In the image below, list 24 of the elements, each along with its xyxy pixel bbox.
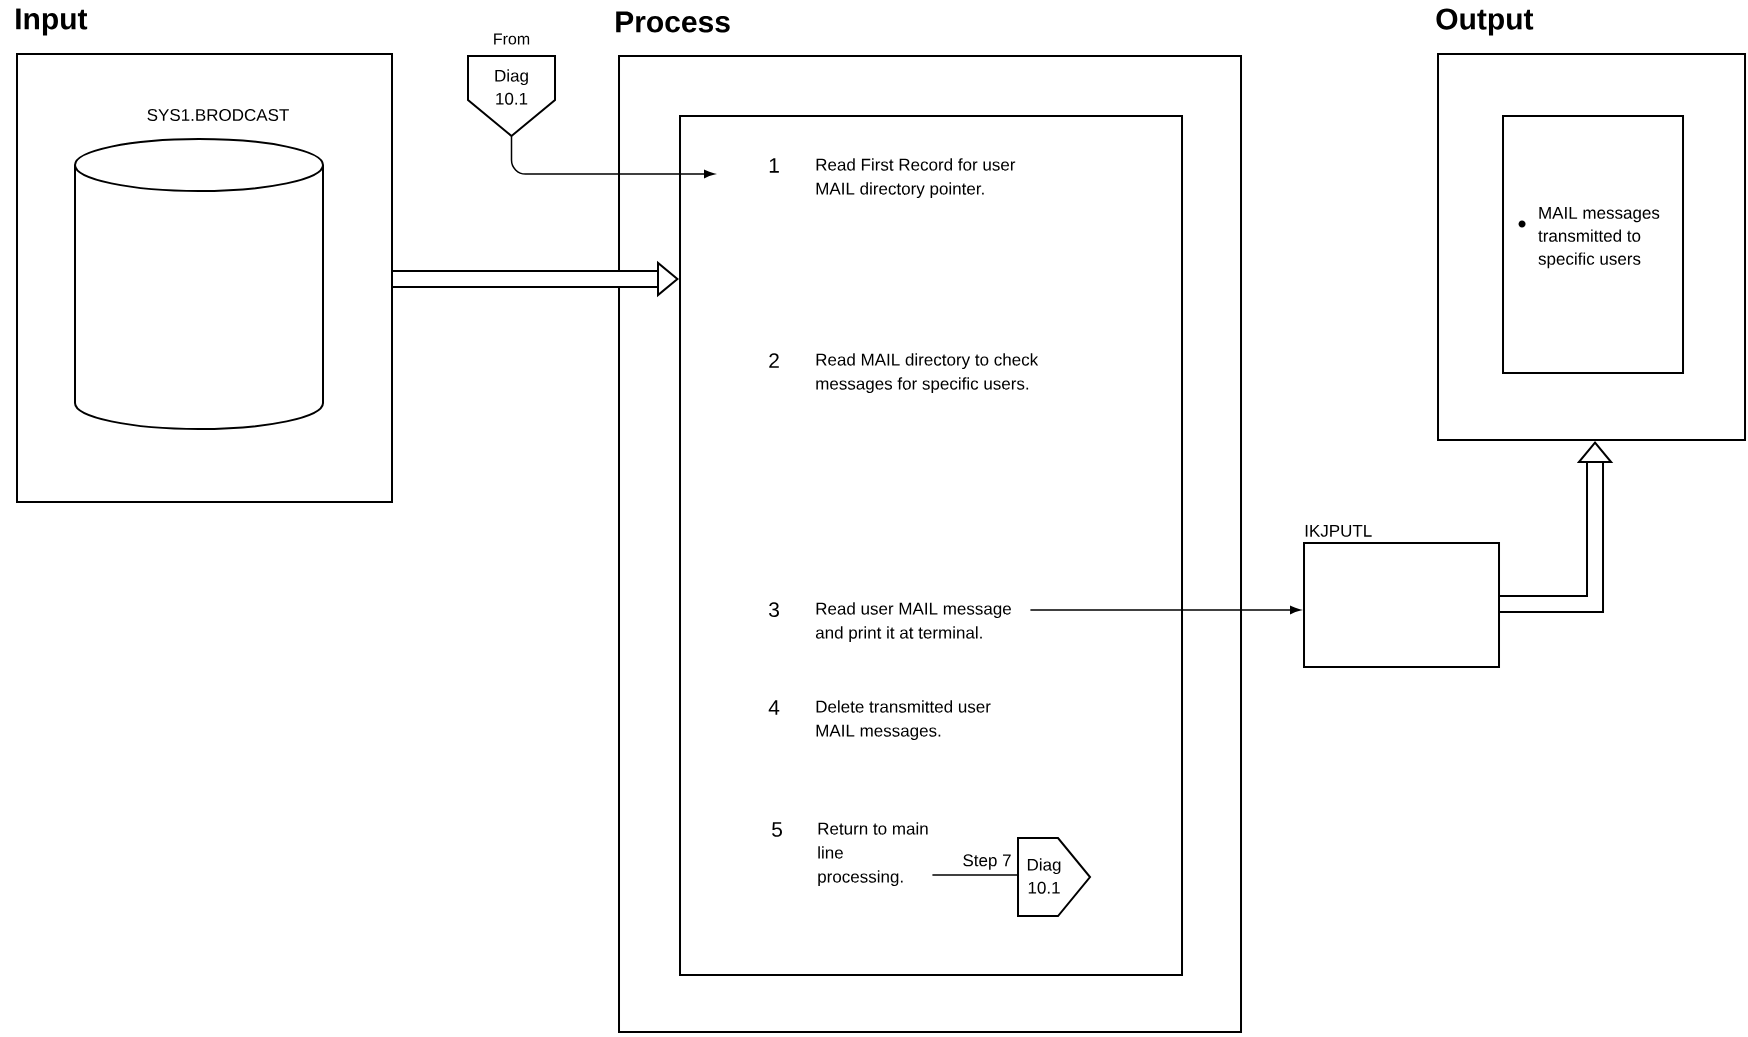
arrow <box>1029 606 1301 614</box>
step-number: 4 <box>768 700 780 715</box>
step-number: 1 <box>769 158 779 173</box>
off-page-connector: Diag 10.1 <box>467 55 556 138</box>
connector-line <box>931 874 1019 876</box>
off-page-connector: Diag 10.1 <box>1017 837 1092 917</box>
connector-label: From <box>494 33 530 45</box>
panel-heading: Output <box>1436 8 1534 36</box>
step-number: 3 <box>769 602 779 618</box>
disk-label: SYS1.BRODCAST <box>147 109 289 122</box>
process-box <box>679 115 1183 976</box>
step-text: Read MAIL directory to check messages for specific users. <box>816 353 1039 394</box>
step-text: Read First Record for user MAIL directory pointer. <box>816 158 1016 199</box>
edge-label: Step 7 <box>961 853 1013 871</box>
panel-heading: Input <box>16 8 88 36</box>
module-label: IKJPUTL <box>1305 524 1372 537</box>
output-text: MAIL messages transmitted to specific users <box>1538 207 1660 269</box>
step-number: 2 <box>769 353 779 368</box>
step-number: 5 <box>772 822 782 837</box>
arrow <box>510 135 715 178</box>
step-text: Return to main line processing. <box>818 822 928 887</box>
step-text: Delete transmitted user MAIL messages. <box>816 700 991 741</box>
step-text: Read user MAIL message and print it at terminal. <box>815 602 1011 643</box>
panel-heading: Process <box>616 11 730 33</box>
